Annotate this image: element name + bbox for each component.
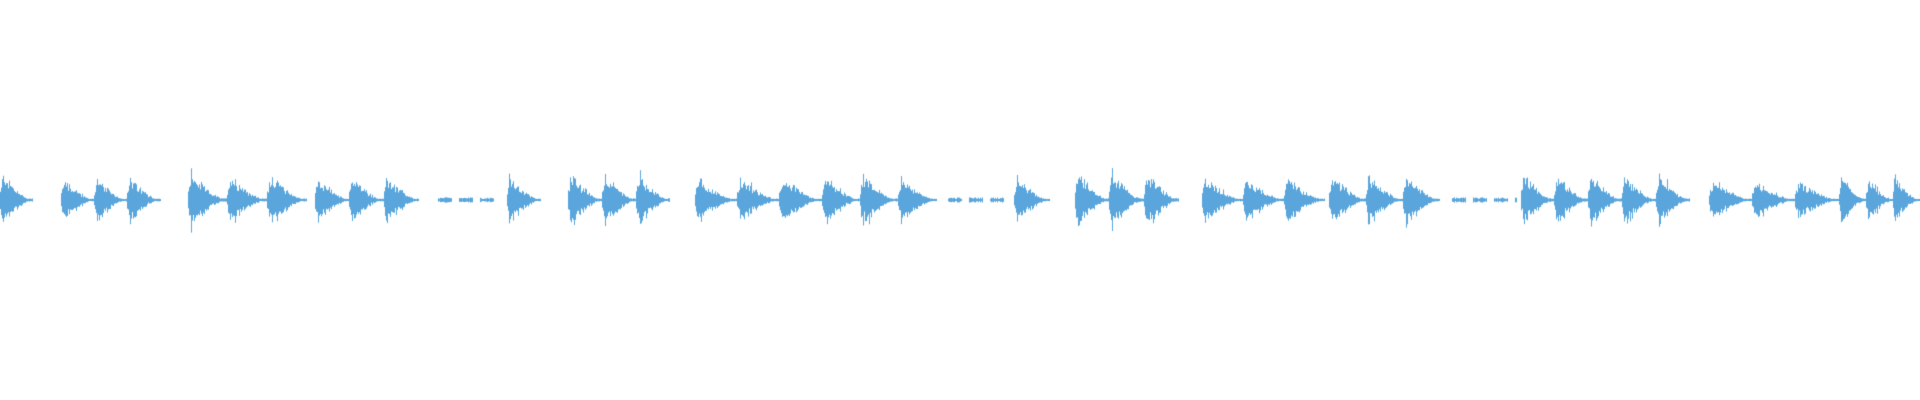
audio-waveform[interactable] (0, 0, 1920, 400)
